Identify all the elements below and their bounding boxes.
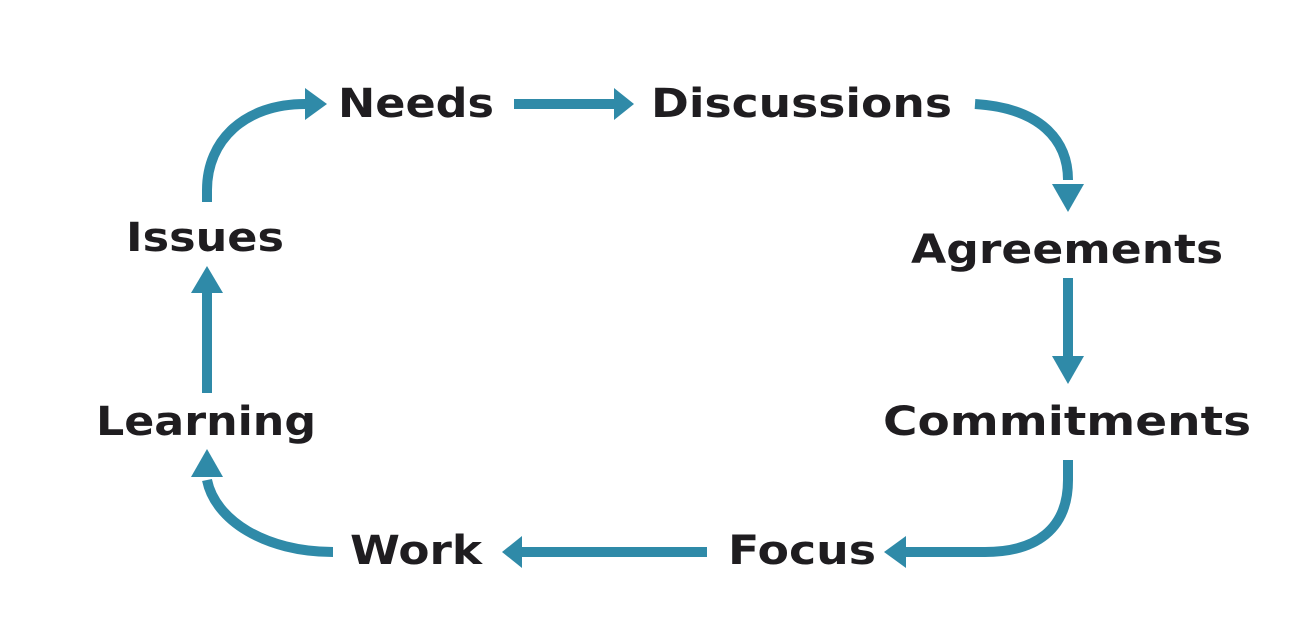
node-commitments: Commitments xyxy=(883,399,1252,445)
arrow-work-to-learning xyxy=(202,478,334,557)
arrowhead-learning xyxy=(191,449,223,477)
node-learning: Learning xyxy=(96,399,317,445)
arrowhead-issues xyxy=(191,266,223,293)
arrowhead-work xyxy=(502,536,522,568)
node-needs: Needs xyxy=(338,81,495,127)
node-agreements: Agreements xyxy=(911,227,1224,273)
arrow-issues-to-needs xyxy=(202,99,306,202)
node-issues: Issues xyxy=(126,215,284,261)
node-discussions: Discussions xyxy=(651,81,952,127)
arrowhead-discussions xyxy=(614,88,634,120)
arrowhead-commitments xyxy=(1052,356,1084,384)
node-focus: Focus xyxy=(728,528,877,574)
arrowhead-agreements xyxy=(1052,184,1084,212)
arrowhead-focus xyxy=(884,536,906,568)
arrow-commitments-to-focus xyxy=(905,460,1073,557)
arrowhead-needs xyxy=(305,88,327,120)
arrow-discussions-to-agreements xyxy=(974,99,1073,181)
node-work: Work xyxy=(350,528,483,574)
